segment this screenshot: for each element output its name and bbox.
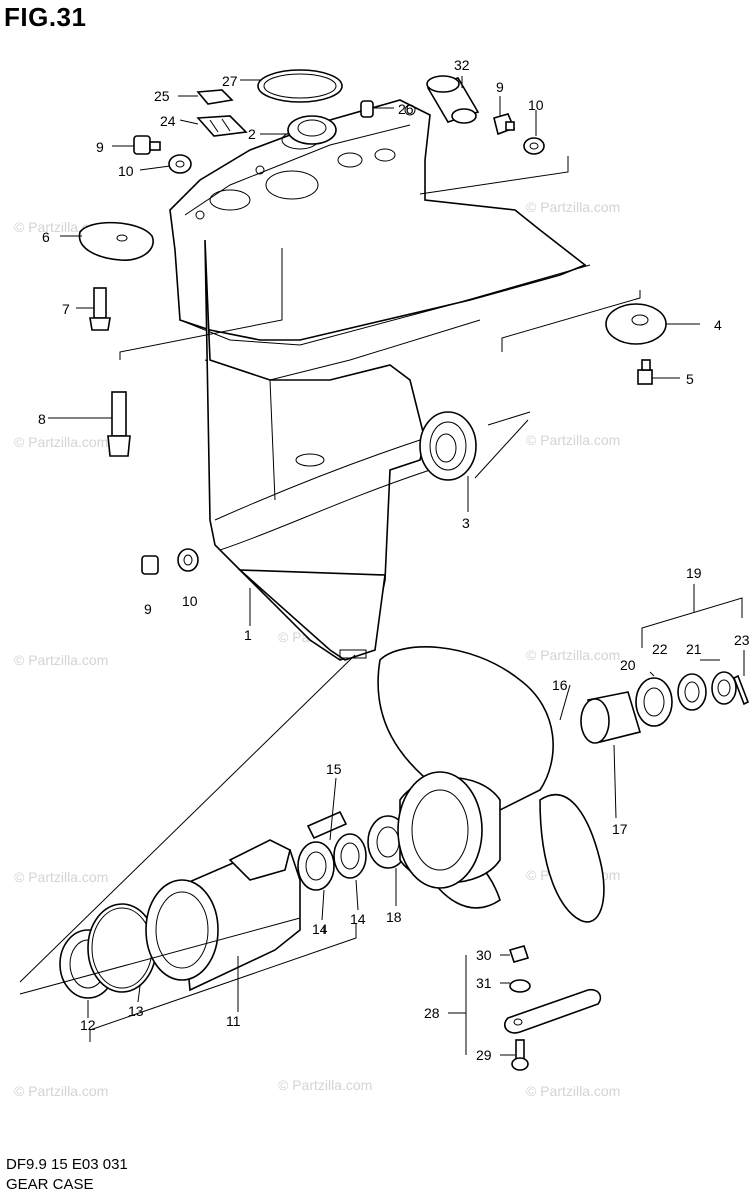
callout-4: 4 xyxy=(714,317,722,333)
part-11-bearing-housing xyxy=(145,839,301,992)
watermark-text: © Partzilla.com xyxy=(14,434,108,450)
diagram-code: DF9.9 15 E03 031 xyxy=(6,1156,128,1173)
part-15-stud xyxy=(306,810,348,840)
part-9-screw-top-right xyxy=(493,113,516,136)
callout-17: 17 xyxy=(612,821,628,837)
part-8-bolt xyxy=(107,391,131,457)
part-25-key xyxy=(196,89,234,105)
callout-24: 24 xyxy=(160,113,176,129)
part-13-o-ring xyxy=(87,903,157,993)
callout-5: 5 xyxy=(686,371,694,387)
watermark-text: © Partzilla.com xyxy=(278,1077,372,1093)
callout-26: 26 xyxy=(398,101,414,117)
callout-31: 31 xyxy=(476,975,492,991)
part-14-seal-b xyxy=(333,833,367,879)
callout-19: 19 xyxy=(686,565,702,581)
callout-2: 2 xyxy=(248,126,256,142)
callout-9-top-right: 9 xyxy=(496,79,504,95)
part-20-nut xyxy=(635,677,673,727)
callout-32: 32 xyxy=(454,57,470,73)
callout-25: 25 xyxy=(154,88,170,104)
callout-16: 16 xyxy=(552,677,568,693)
part-10-washer-top-right xyxy=(523,137,545,155)
watermark-text: © Partzilla.com xyxy=(526,647,620,663)
callout-8: 8 xyxy=(38,411,46,427)
callout-18: 18 xyxy=(386,909,402,925)
callout-9-top-left: 9 xyxy=(96,139,104,155)
part-10-washer-top-left xyxy=(168,154,192,174)
part-16-propeller xyxy=(377,646,605,923)
part-28-anode xyxy=(504,988,602,1034)
callout-21: 21 xyxy=(686,641,702,657)
callout-23: 23 xyxy=(734,632,750,648)
figure-title: FIG.31 xyxy=(4,2,87,32)
callout-11: 11 xyxy=(226,1013,241,1029)
part-21-nut xyxy=(711,671,737,705)
part-29-bolt xyxy=(511,1039,529,1071)
part-31-washer xyxy=(509,979,531,993)
callout-30: 30 xyxy=(476,947,492,963)
gear-case-body xyxy=(169,99,591,661)
part-27-circlip xyxy=(257,69,343,103)
part-23-cotter-pin xyxy=(732,674,750,706)
callout-6: 6 xyxy=(42,229,50,245)
part-3-bearing xyxy=(419,411,477,481)
part-24-plate xyxy=(196,115,248,137)
callout-labels: 1 2 3 4 5 6 7 8 9 9 9 10 10 10 11 12 13 … xyxy=(38,57,750,1063)
callout-27: 27 xyxy=(222,73,238,89)
part-2-bearing xyxy=(287,115,337,145)
part-26-pin xyxy=(360,100,374,118)
part-14-seal-a xyxy=(297,841,335,891)
callout-3: 3 xyxy=(462,515,470,531)
callout-14-b: 14 xyxy=(350,911,366,927)
callout-10-top-left: 10 xyxy=(118,163,134,179)
part-22-washer xyxy=(677,673,707,711)
part-30-nut xyxy=(508,945,530,963)
part-32-sleeve xyxy=(426,75,480,124)
part-5-bolt xyxy=(637,359,653,385)
callout-29: 29 xyxy=(476,1047,492,1063)
watermark-text: © Partzilla.com xyxy=(14,1083,108,1099)
part-6-anode xyxy=(78,221,154,261)
callout-28: 28 xyxy=(424,1005,440,1021)
callout-20: 20 xyxy=(620,657,636,673)
callout-22: 22 xyxy=(652,641,668,657)
watermark-text: © Partzilla.com xyxy=(526,1083,620,1099)
part-10-washer-mid xyxy=(177,548,199,572)
diagram-name: GEAR CASE xyxy=(6,1176,94,1193)
callout-10-mid: 10 xyxy=(182,593,198,609)
part-9-screw-top-left xyxy=(133,135,161,155)
watermark-text: © Partzilla.com xyxy=(526,199,620,215)
callout-9-mid: 9 xyxy=(144,601,152,617)
callout-10-top-right: 10 xyxy=(528,97,544,113)
watermark-text: © Partzilla.com xyxy=(14,869,108,885)
watermark-text: © Partzilla.com xyxy=(526,432,620,448)
callout-15: 15 xyxy=(326,761,342,777)
bracket-lines xyxy=(19,156,743,1055)
part-17-spacer xyxy=(580,691,642,744)
leader-lines xyxy=(48,76,745,1056)
part-4-anode-plate xyxy=(605,303,667,345)
callout-1: 1 xyxy=(244,627,252,643)
part-9-screw-mid xyxy=(141,555,159,575)
watermark-text: © Partzilla.com xyxy=(14,652,108,668)
callout-13: 13 xyxy=(128,1003,144,1019)
part-7-bolt xyxy=(89,287,111,331)
callout-12: 12 xyxy=(80,1017,96,1033)
callout-7: 7 xyxy=(62,301,70,317)
callout-14-a: 14 xyxy=(312,921,328,937)
